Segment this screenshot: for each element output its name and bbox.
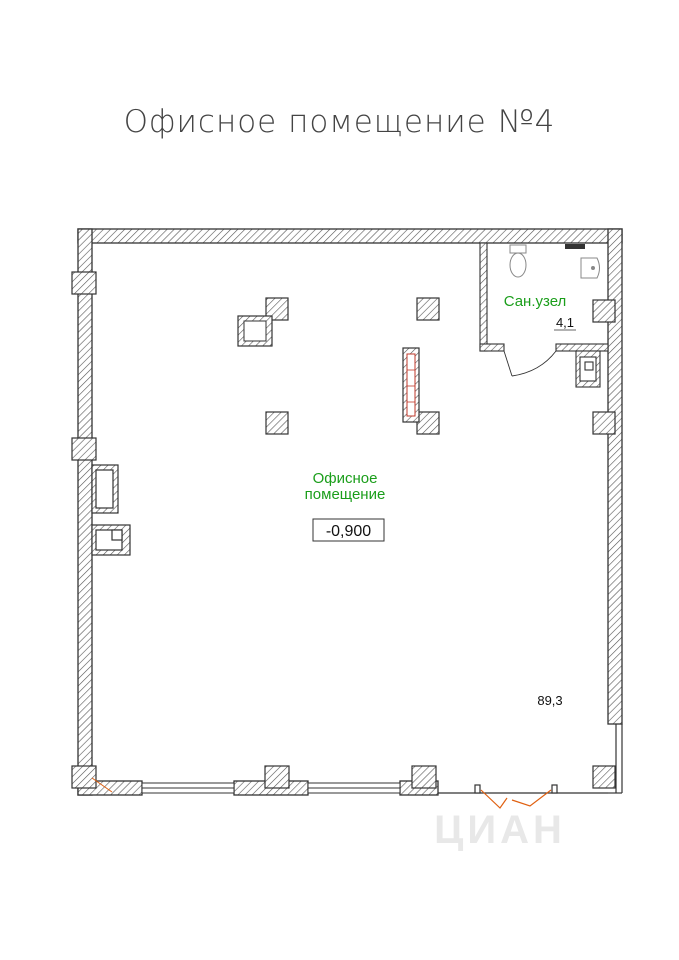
column: [71, 271, 97, 295]
column: [264, 765, 290, 789]
column: [592, 299, 616, 323]
column: [265, 411, 289, 435]
column: [71, 765, 97, 789]
wc-name: Сан.узел: [504, 293, 567, 310]
entrance: [438, 724, 623, 794]
wc-niche: [575, 350, 601, 388]
wall-columns: [71, 271, 616, 789]
wc-door-swing: [503, 350, 557, 377]
outer-walls: [77, 228, 623, 796]
ventilation-shaft: [402, 347, 420, 423]
watermark: ЦИАН: [434, 808, 566, 852]
wall-right: [607, 228, 623, 725]
column: [416, 411, 440, 435]
column: [592, 411, 616, 435]
column: [416, 297, 440, 321]
entrance-door-swing: [480, 789, 552, 809]
office-level: -0,900: [326, 523, 371, 540]
door-mark: [91, 777, 113, 793]
column: [592, 765, 616, 789]
level-box: [312, 518, 385, 542]
wall-ducts: [91, 464, 131, 556]
wc-area: 4,1: [556, 315, 574, 330]
toilet-icon: [509, 244, 527, 278]
windows: [141, 782, 401, 794]
wall-left: [77, 228, 93, 796]
sink-icon: [565, 244, 600, 279]
office-name-line1: Офисное: [313, 470, 378, 487]
office-area: 89,3: [537, 693, 562, 708]
office-name-line2: помещение: [305, 486, 386, 503]
column: [411, 765, 437, 789]
column: [265, 297, 289, 321]
plan-title: Офисное помещение №4: [123, 104, 556, 140]
column: [71, 437, 97, 461]
wall-top: [77, 228, 623, 244]
